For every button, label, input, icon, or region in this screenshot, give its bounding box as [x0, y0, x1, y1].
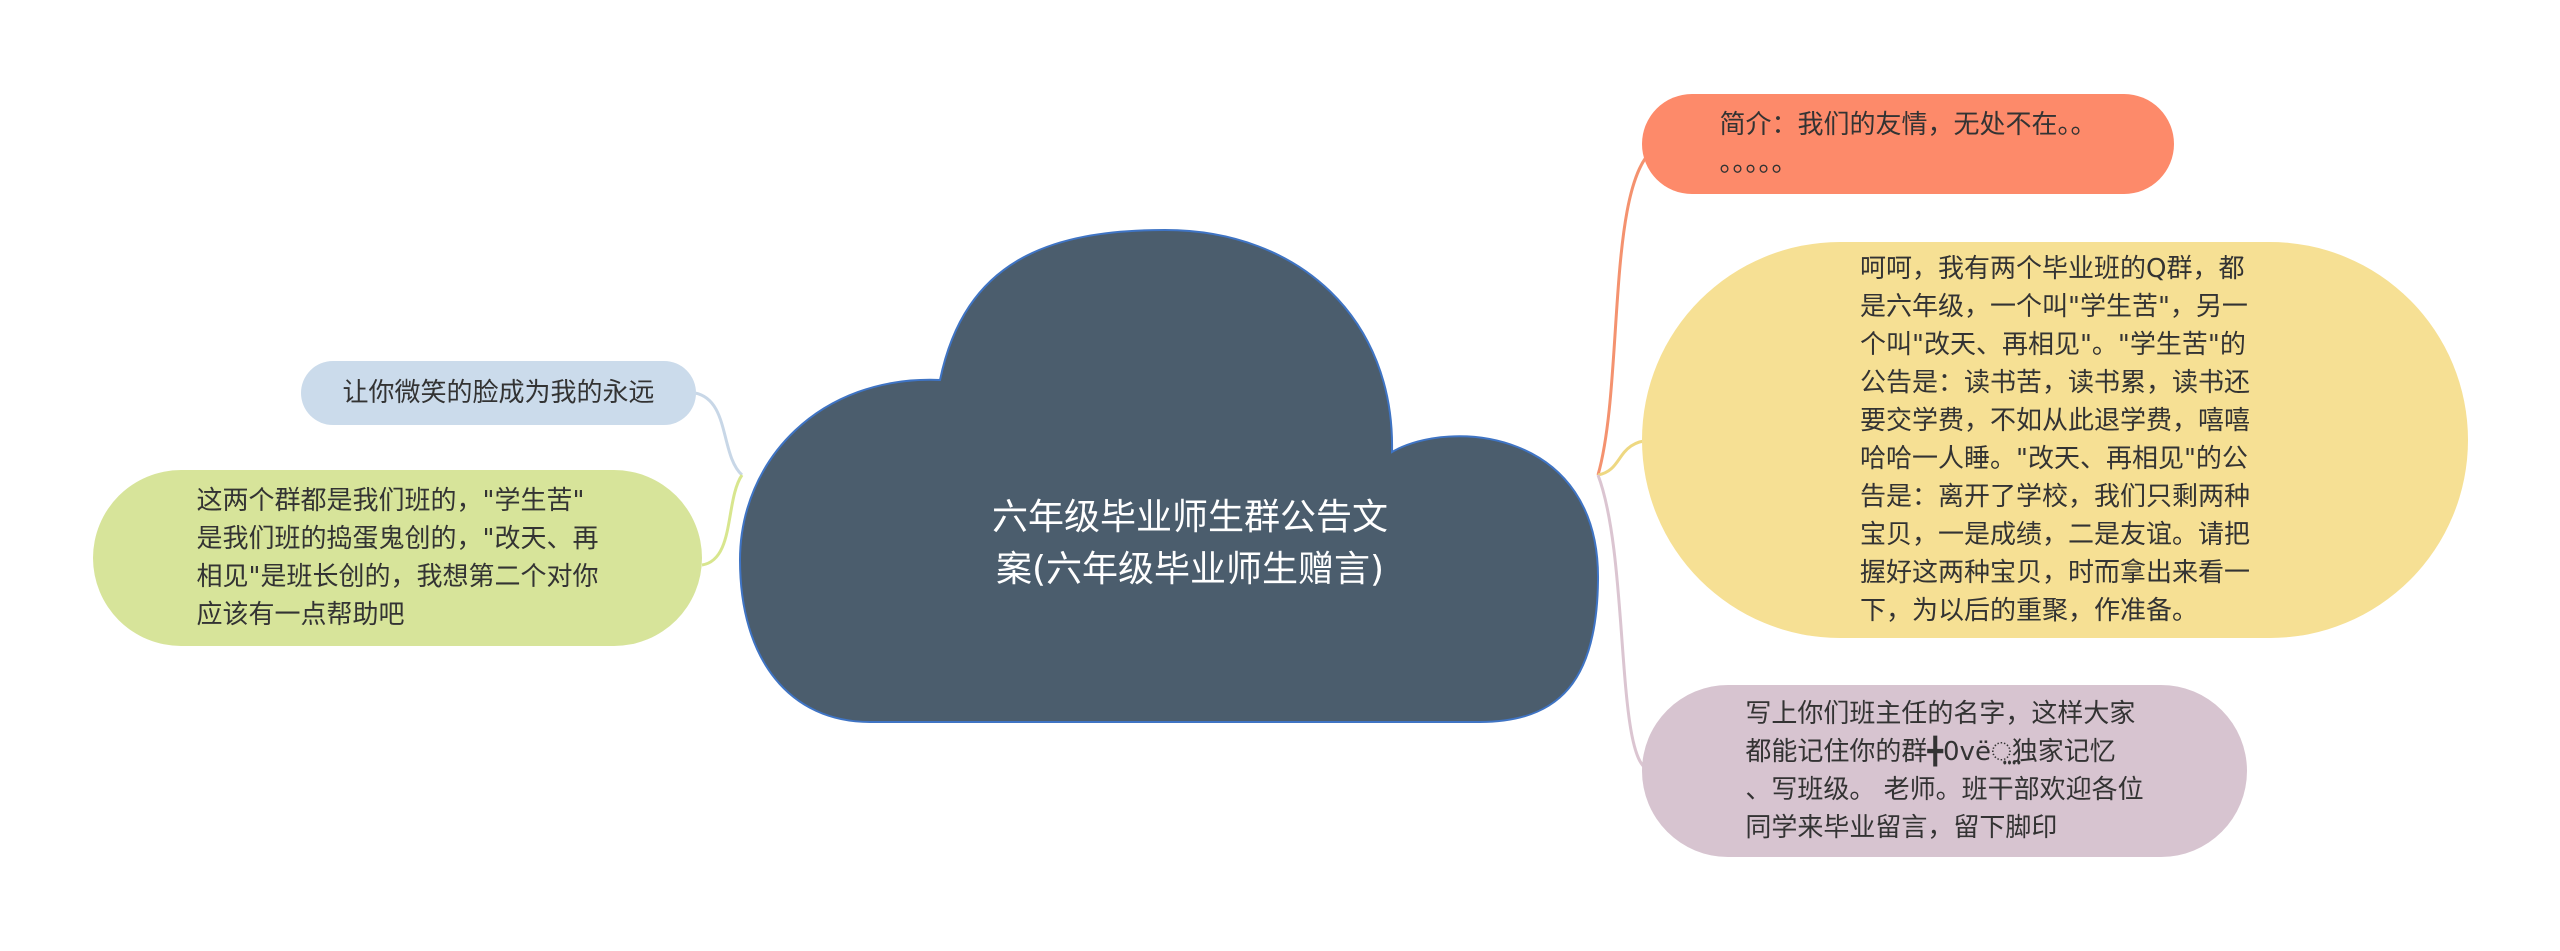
link-smile — [694, 391, 744, 477]
topic-teacher[interactable]: 写上你们班主任的名字，这样大家 都能记住你的群╋0vё⵿独家记忆 、写班级。 老… — [1642, 685, 2247, 857]
topic-ours[interactable]: 这两个群都是我们班的，"学生苦" 是我们班的捣蛋鬼创的，"改天、再 相见"是班长… — [93, 470, 702, 646]
topic-intro-text: 简介：我们的友情，无处不在。。 。。。。。 — [1719, 110, 2097, 178]
topic-groups-text: 呵呵，我有两个毕业班的Q群，都 是六年级，一个叫"学生苦"，另一 个叫"改天、再… — [1859, 254, 2250, 626]
link-teacher — [1596, 474, 1651, 772]
link-intro — [1596, 143, 1661, 476]
center-cloud — [738, 228, 1600, 723]
topic-groups[interactable]: 呵呵，我有两个毕业班的Q群，都 是六年级，一个叫"学生苦"，另一 个叫"改天、再… — [1642, 242, 2468, 638]
topic-smile-text: 让你微笑的脸成为我的永远 — [342, 378, 655, 408]
topic-teacher-text: 写上你们班主任的名字，这样大家 都能记住你的群╋0vё⵿独家记忆 、写班级。 老… — [1745, 699, 2144, 843]
link-ours — [701, 474, 744, 567]
topic-intro[interactable]: 简介：我们的友情，无处不在。。 。。。。。 — [1642, 94, 2174, 194]
topic-ours-text: 这两个群都是我们班的，"学生苦" 是我们班的捣蛋鬼创的，"改天、再 相见"是班长… — [196, 486, 599, 630]
topic-smile[interactable]: 让你微笑的脸成为我的永远 — [301, 361, 696, 425]
central-topic-title[interactable]: 六年级毕业师生群公告文 案(六年级毕业师生赠言) — [991, 497, 1388, 590]
